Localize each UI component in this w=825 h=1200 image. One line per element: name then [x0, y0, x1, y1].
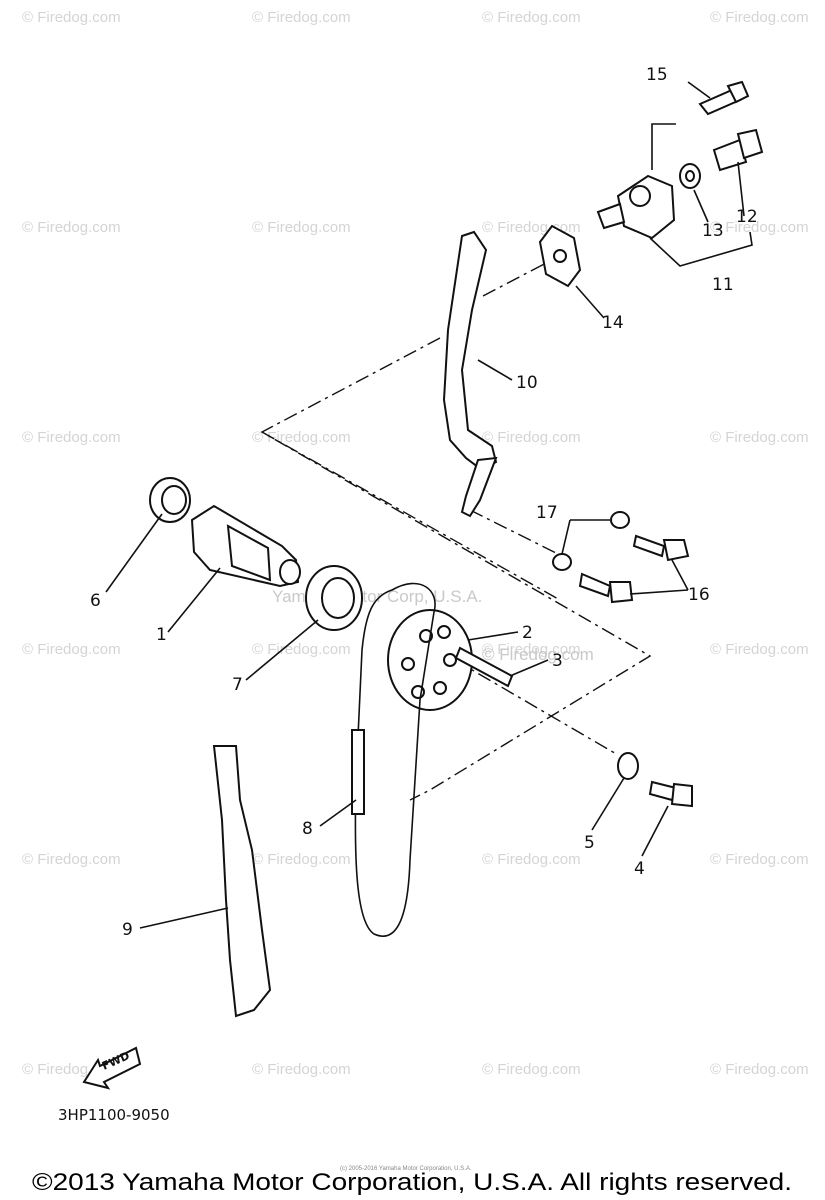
assembly-outline [260, 261, 652, 801]
part-1-camshaft [190, 504, 301, 588]
part-13-washer-hole [685, 170, 695, 182]
part-17-washer-lower [552, 553, 572, 571]
callout-11: 11 [712, 275, 734, 295]
part-7-bearing [305, 565, 363, 631]
callout-14: 14 [602, 313, 624, 333]
part-16-bolt-upper [632, 534, 690, 562]
center-firedog-watermark: © Firedog.com [482, 645, 594, 664]
watermark: © Firedog.com [482, 1061, 581, 1078]
callout-7: 7 [232, 675, 243, 695]
watermark: © Firedog.com [482, 641, 581, 658]
chain-links [351, 729, 365, 815]
callout-16: 16 [688, 585, 710, 605]
watermark: © Firedog.com [252, 851, 351, 868]
callout-9: 9 [122, 920, 133, 940]
watermark: © Firedog.com [710, 9, 809, 26]
watermark: © Firedog.com [710, 429, 809, 446]
watermark: © Firedog.com [22, 219, 121, 236]
callout-5: 5 [584, 833, 595, 853]
watermark: © Firedog.com [252, 9, 351, 26]
leader-lines [105, 81, 753, 929]
diagram-code: 3HP1100-9050 [58, 1106, 170, 1124]
part-5-washer [617, 752, 639, 780]
watermark: © Firedog.com [482, 851, 581, 868]
watermark: © Firedog.com [22, 9, 121, 26]
watermark: © Firedog.com [252, 219, 351, 236]
fwd-arrow-icon: FWD [82, 1046, 142, 1090]
callout-6: 6 [90, 591, 101, 611]
part-6-bearing [149, 477, 191, 523]
part-4-bolt [648, 780, 693, 808]
part-14-gasket [538, 224, 582, 288]
callout-3: 3 [552, 651, 563, 671]
watermark: © Firedog.com [482, 429, 581, 446]
callout-15: 15 [646, 65, 668, 85]
watermark: © Firedog.com [482, 9, 581, 26]
watermark: © Firedog.com [252, 641, 351, 658]
callout-17: 17 [536, 503, 558, 523]
watermark: © Firedog.com [252, 429, 351, 446]
part-9-chain-guide [212, 745, 272, 1018]
part-2-sprocket [387, 609, 473, 711]
part-16-bolt-lower [578, 572, 634, 604]
watermark: © Firedog.com [22, 641, 121, 658]
part-17-washer-upper [610, 511, 630, 529]
center-watermark: Yamaha Motor Corp, U.S.A. [272, 587, 482, 606]
copyright-footer: ©2013 Yamaha Motor Corporation, U.S.A. A… [32, 1169, 792, 1196]
callout-2: 2 [522, 623, 533, 643]
watermark: © Firedog.com [22, 851, 121, 868]
tiny-copyright-note: (c) 2005-2016 Yamaha Motor Corporation, … [340, 1166, 472, 1172]
callout-12: 12 [736, 207, 758, 227]
part-3-pin [454, 646, 514, 688]
callout-1: 1 [156, 625, 167, 645]
part-10-chain-guide [442, 230, 498, 518]
callout-labels: 15 12 13 11 14 10 17 16 6 1 7 2 3 8 5 4 … [90, 65, 758, 940]
watermark: © Firedog.com [710, 641, 809, 658]
callout-13: 13 [702, 221, 724, 241]
watermark: © Firedog.com [22, 429, 121, 446]
watermark: © Firedog.com [710, 1061, 809, 1078]
watermark: © Firedog.com [252, 1061, 351, 1078]
watermark: © Firedog.com [710, 219, 809, 236]
watermark: © Firedog.com [710, 851, 809, 868]
callout-10: 10 [516, 373, 538, 393]
callout-4: 4 [634, 859, 645, 879]
part-11-tensioner [596, 174, 676, 240]
part-15-bolt [698, 80, 750, 116]
part-8-cam-chain [351, 582, 436, 937]
callout-8: 8 [302, 819, 313, 839]
